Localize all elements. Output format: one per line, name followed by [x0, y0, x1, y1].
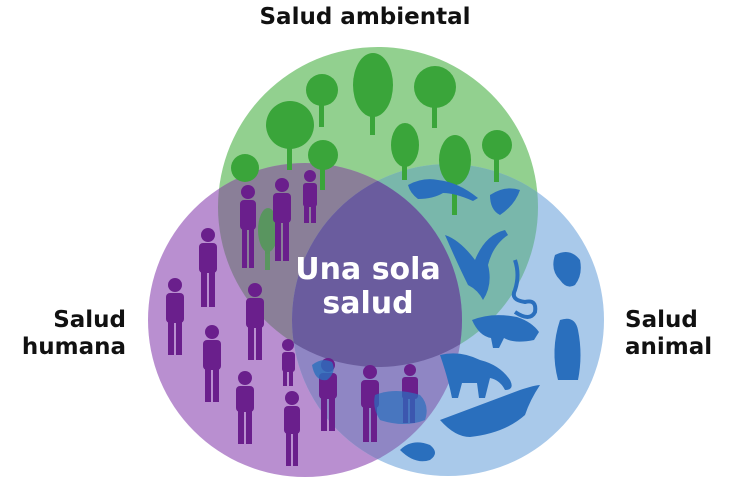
sea-turtle-icon: [312, 360, 334, 381]
one-health-center-label: Una sola salud: [268, 253, 468, 321]
tree-icon: [391, 123, 419, 180]
tree-icon: [231, 154, 259, 182]
tree-icon: [308, 140, 338, 190]
bear-icon: [374, 391, 427, 424]
person-icon: [166, 278, 184, 355]
snake-icon: [511, 259, 538, 319]
person-icon: [282, 339, 295, 386]
person-icon: [203, 325, 221, 402]
person-icon: [236, 371, 254, 444]
person-icon: [240, 185, 256, 268]
human-health-label: Salud humana: [22, 307, 126, 361]
center-line1: Una sola: [295, 252, 441, 287]
tree-icon: [482, 130, 512, 182]
turtle-icon: [400, 442, 435, 462]
kangaroo-icon: [553, 251, 581, 287]
person-icon: [246, 283, 264, 360]
penguin-icon: [554, 318, 581, 380]
person-icon: [273, 178, 291, 261]
center-line2: salud: [322, 286, 414, 321]
animal-label-line2: animal: [625, 334, 713, 360]
person-icons: [166, 170, 418, 466]
otter-icon: [408, 179, 478, 201]
person-icon: [199, 228, 217, 307]
human-label-line1: Salud: [53, 307, 126, 333]
palm-tree-icon: [306, 74, 338, 127]
tree-icon: [414, 66, 456, 128]
center-overlap: [292, 164, 462, 367]
shark-icon: [440, 385, 540, 437]
tiger-icon: [440, 353, 512, 398]
monkey-icon: [445, 230, 508, 300]
bird-icon: [490, 188, 520, 215]
tree-icons: [231, 53, 512, 270]
animal-health-label: Salud animal: [625, 307, 712, 361]
rhino-icon: [472, 315, 539, 348]
tree-icon: [353, 53, 393, 135]
animal-icons: [312, 179, 581, 462]
person-icon: [284, 391, 300, 466]
animal-label-line1: Salud: [625, 307, 698, 333]
person-icon: [303, 170, 317, 223]
tree-icon: [266, 101, 314, 170]
human-label-line2: humana: [21, 334, 126, 360]
environmental-health-label: Salud ambiental: [259, 4, 471, 30]
